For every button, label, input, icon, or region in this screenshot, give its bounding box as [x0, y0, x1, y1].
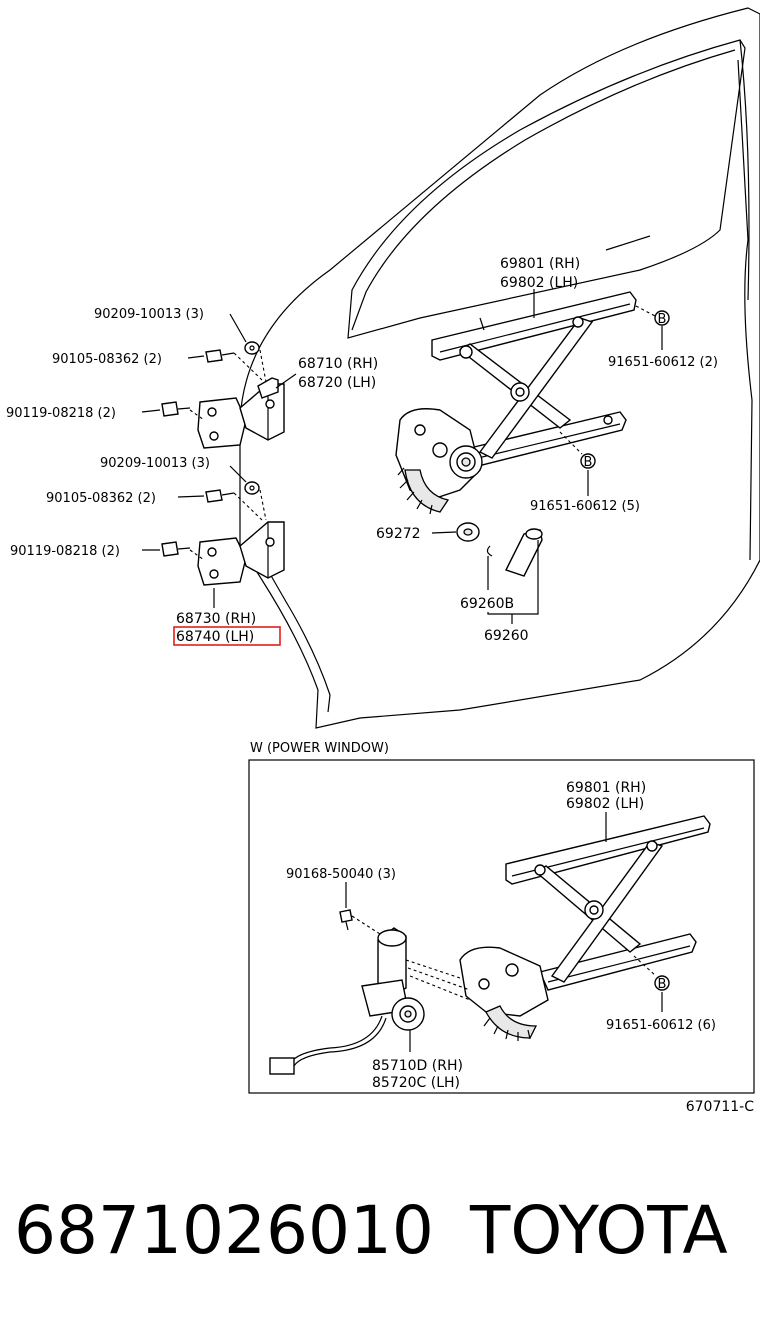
- label-69802-lh: 69802 (LH): [500, 275, 578, 291]
- brand-name: TOYOTA: [470, 1192, 728, 1269]
- upper-door-hinge: [197, 377, 285, 449]
- part-number: 6871026010: [14, 1192, 434, 1269]
- label-68740-lh: 68740 (LH): [176, 629, 254, 645]
- top-labels: 90209-10013 (3) 90105-08362 (2) 90119-08…: [6, 256, 718, 646]
- hinge-fasteners: [161, 341, 267, 561]
- label-69260: 69260: [484, 628, 529, 644]
- callout-b-lower: B: [584, 455, 593, 470]
- lower-door-hinge: [197, 521, 285, 586]
- label-85710d-rh: 85710D (RH): [372, 1058, 463, 1074]
- regulator-bolts: B B: [559, 305, 670, 470]
- label-90119-mid: 90119-08218 (2): [10, 544, 120, 559]
- footer-caption: 6871026010 TOYOTA: [0, 1190, 760, 1280]
- label-90105-mid: 90105-08362 (2): [46, 491, 156, 506]
- label-90119-top: 90119-08218 (2): [6, 406, 116, 421]
- callout-b-inset: B: [658, 977, 667, 992]
- label-69260b: 69260B: [460, 596, 514, 612]
- label-90209-top: 90209-10013 (3): [94, 307, 204, 322]
- label-69272: 69272: [376, 526, 421, 542]
- label-91651-2: 91651-60612 (2): [608, 355, 718, 370]
- label-68710-rh: 68710 (RH): [298, 356, 378, 372]
- callout-b-upper: B: [658, 312, 667, 327]
- label-inset-69802-lh: 69802 (LH): [566, 796, 644, 812]
- label-90105-top: 90105-08362 (2): [52, 352, 162, 367]
- label-68720-lh: 68720 (LH): [298, 375, 376, 391]
- inset-frame: [248, 759, 755, 1094]
- figure-code: 670711-C: [686, 1099, 754, 1115]
- label-85720c-lh: 85720C (LH): [372, 1075, 460, 1091]
- door-outline: [239, 7, 760, 729]
- manual-window-regulator: [395, 291, 637, 515]
- label-68730-rh: 68730 (RH): [176, 611, 256, 627]
- parts-diagram: B B 90209-10013 (3) 90105-08362 (2) 9011…: [6, 7, 760, 1115]
- label-90209-mid: 90209-10013 (3): [100, 456, 210, 471]
- label-inset-91651-6: 91651-60612 (6): [606, 1018, 716, 1033]
- label-69801-rh: 69801 (RH): [500, 256, 580, 272]
- power-window-inset: W (POWER WINDOW): [248, 741, 755, 1094]
- label-inset-90168: 90168-50040 (3): [286, 867, 396, 882]
- highlight-box: [173, 626, 281, 646]
- label-91651-5: 91651-60612 (5): [530, 499, 640, 514]
- label-inset-69801-rh: 69801 (RH): [566, 780, 646, 796]
- leader-lines-top: [141, 235, 663, 624]
- power-window-heading: W (POWER WINDOW): [250, 741, 389, 756]
- washer-and-handle: [456, 522, 543, 577]
